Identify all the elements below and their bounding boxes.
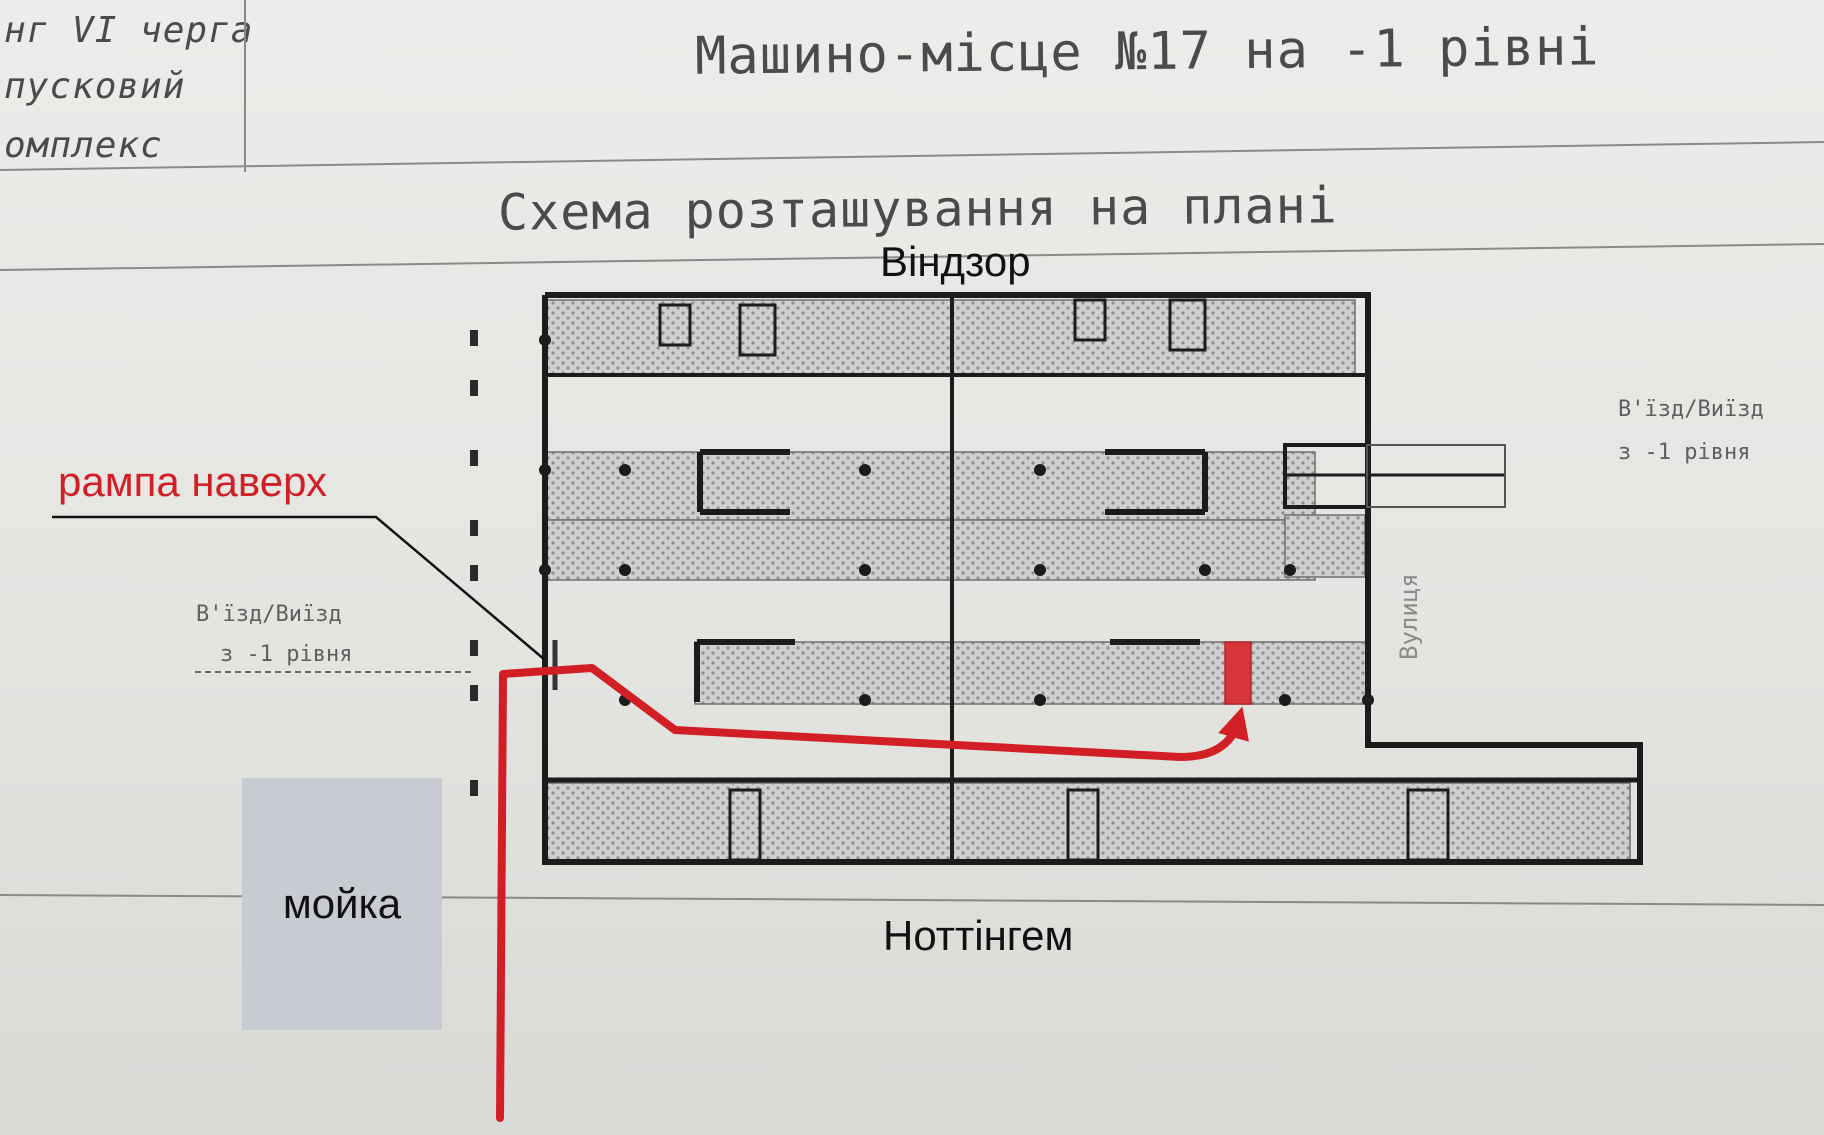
target-parking-spot bbox=[1224, 641, 1252, 705]
car-wash-label: мойка bbox=[282, 880, 402, 927]
car-wash-box: мойка bbox=[242, 778, 442, 1030]
left-perimeter bbox=[470, 330, 478, 796]
bay-row-mid-right bbox=[1284, 514, 1366, 578]
ramp-leader-line bbox=[52, 515, 546, 661]
entry-left-line-2: з -1 рівня bbox=[220, 642, 353, 667]
stamp-line-2: пусковий bbox=[4, 66, 186, 107]
entry-right-line-2: з -1 рівня bbox=[1618, 440, 1751, 465]
street-label-bottom: Ноттінгем bbox=[883, 912, 1074, 959]
vertical-street-label: Вулиця bbox=[1395, 573, 1423, 660]
column-dots bbox=[539, 334, 1374, 706]
bay-row-mid-2 bbox=[544, 519, 1316, 581]
entry-left-line-1: В'їзд/Виїзд bbox=[196, 602, 342, 627]
stamp-line-1: нг VI черга bbox=[4, 10, 254, 51]
route-path bbox=[496, 664, 1249, 1122]
sheet-frame bbox=[0, 0, 1824, 906]
bay-row-lower bbox=[694, 641, 1371, 705]
left-entry-arrow bbox=[195, 640, 558, 690]
building-walls bbox=[542, 292, 1643, 865]
ramp-label: рампа наверх bbox=[58, 458, 328, 505]
street-label-top: Віндзор bbox=[880, 238, 1031, 285]
bay-row-bottom bbox=[544, 782, 1631, 864]
stamp-line-3: омплекс bbox=[4, 125, 163, 166]
entry-right-line-1: В'їзд/Виїзд bbox=[1618, 397, 1764, 422]
